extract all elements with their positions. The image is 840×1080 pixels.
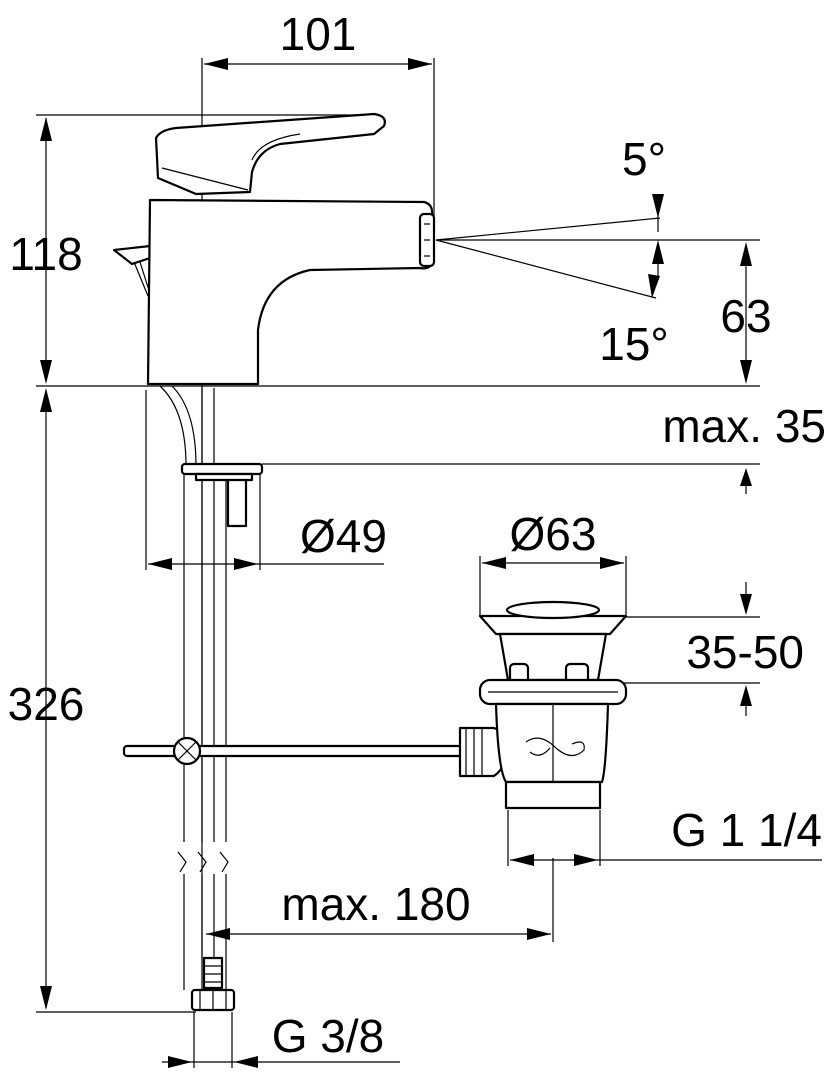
label-g-3-8: G 3/8 bbox=[272, 1010, 385, 1062]
label-63: 63 bbox=[720, 290, 771, 342]
dimension-arrows bbox=[40, 58, 752, 1068]
waste-valve bbox=[478, 600, 628, 810]
label-5-degrees: 5° bbox=[622, 133, 666, 185]
label-15-degrees: 15° bbox=[599, 318, 669, 370]
label-dia-63: Ø63 bbox=[510, 508, 597, 560]
label-max-35: max. 35 bbox=[662, 400, 826, 452]
label-326: 326 bbox=[8, 678, 85, 730]
label-35-50: 35-50 bbox=[686, 626, 804, 678]
dimension-labels: 101 118 5° 63 15° max. 35 Ø49 Ø63 35-50 … bbox=[8, 8, 826, 1062]
label-dia-49: Ø49 bbox=[300, 510, 387, 562]
faucet-body bbox=[112, 112, 436, 386]
pop-up-rod bbox=[122, 726, 508, 778]
label-118: 118 bbox=[9, 228, 82, 280]
label-max-180: max. 180 bbox=[281, 878, 470, 930]
hoses bbox=[159, 385, 264, 1012]
label-g-1-1-4: G 1 1/4 bbox=[671, 804, 822, 856]
label-101: 101 bbox=[280, 8, 357, 60]
